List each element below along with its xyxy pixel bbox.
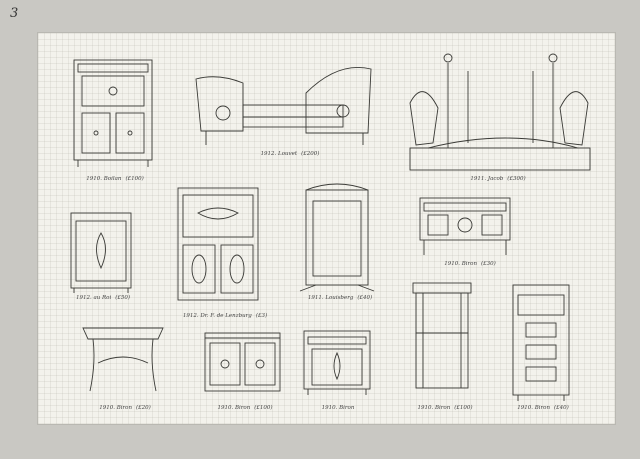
caption-commode: 1910. Biron(£30) — [444, 261, 496, 267]
caption-small-cabinet: 1910. Biron — [321, 405, 355, 411]
bed-drawing — [409, 53, 591, 171]
commode-drawing — [419, 197, 511, 255]
caption-tall-secretaire: 1912. Dr. F. de Lenzburg(£3) — [182, 313, 268, 319]
secretaire-drawing — [73, 59, 153, 167]
caption-low-cabinet: 1910. Biron(£100) — [217, 405, 273, 411]
tall-secretaire-drawing — [177, 187, 259, 301]
caption-secretaire: 1910. Boilan(£100) — [86, 176, 144, 182]
etagere-drawing — [412, 282, 472, 389]
caption-firescreen: 1911. Louisberg(£40) — [307, 295, 373, 301]
firescreen-drawing — [299, 183, 375, 292]
caption-cabinet: 1912. au Roi(£50) — [75, 295, 131, 301]
drawing-sheet: 1910. Boilan(£100) 1912. Louvet(£200) 19… — [38, 33, 615, 424]
caption-bed: 1911. Jacob(£300) — [470, 176, 526, 182]
caption-tall-cabinet: 1910. Biron(£40) — [517, 405, 569, 411]
tall-cabinet-drawing — [512, 284, 570, 401]
table-drawing — [82, 327, 164, 392]
daybed-drawing — [195, 66, 372, 145]
caption-table: 1910. Biron(£20) — [99, 405, 151, 411]
small-cabinet-drawing — [303, 330, 371, 395]
low-cabinet-drawing — [204, 332, 281, 392]
caption-etagere: 1910. Biron(£100) — [417, 405, 473, 411]
caption-daybed: 1912. Louvet(£200) — [260, 151, 320, 157]
cabinet-drawing — [70, 212, 132, 293]
page-number: 3 — [10, 6, 19, 21]
furniture-drawings — [70, 53, 591, 401]
